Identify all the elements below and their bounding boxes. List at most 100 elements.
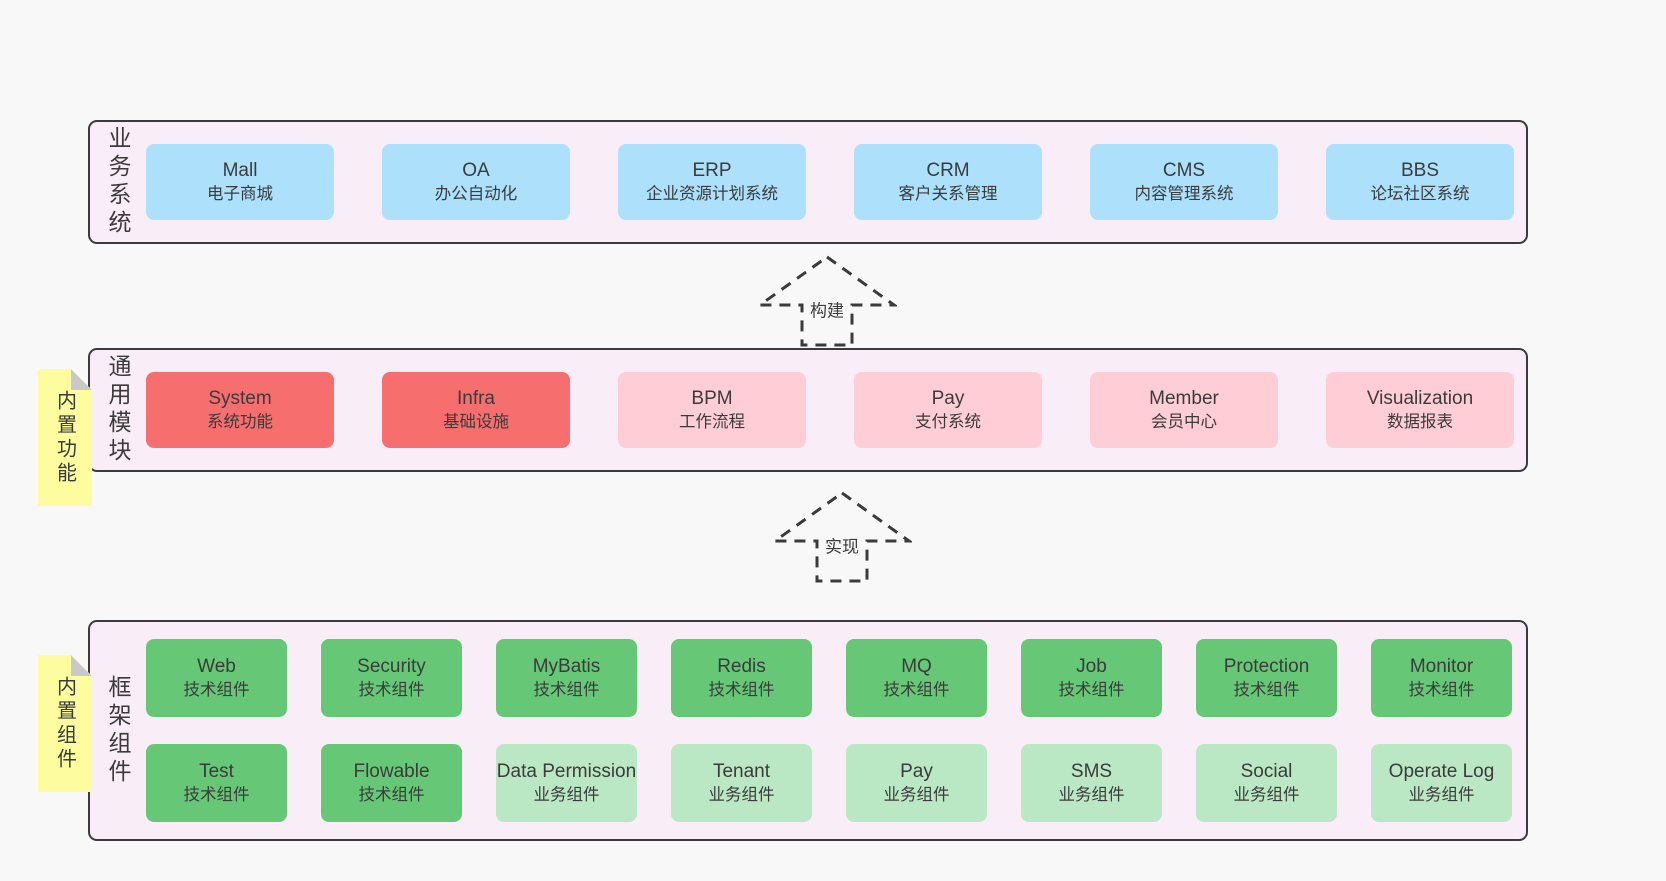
box-title: Pay [931, 387, 965, 409]
box-title: Security [357, 655, 426, 677]
box-subtitle: 内容管理系统 [1134, 184, 1234, 203]
box-subtitle: 技术组件 [183, 680, 250, 699]
box-title: BBS [1400, 159, 1440, 181]
box-title: Social [1240, 760, 1293, 782]
box-system: System 系统功能 [146, 372, 334, 448]
box-job: Job 技术组件 [1021, 639, 1162, 717]
box-title: Visualization [1366, 387, 1474, 409]
box-subtitle: 支付系统 [915, 412, 981, 431]
box-cms: CMS 内容管理系统 [1090, 144, 1278, 220]
box-title: Mall [222, 159, 258, 181]
box-subtitle: 系统功能 [207, 412, 273, 431]
box-title: OA [462, 159, 490, 181]
box-title: Infra [456, 387, 496, 409]
box-web: Web 技术组件 [146, 639, 287, 717]
box-subtitle: 业务组件 [1233, 785, 1300, 804]
box-subtitle: 技术组件 [533, 680, 600, 699]
box-sms: SMS 业务组件 [1021, 744, 1162, 822]
box-bpm: BPM 工作流程 [618, 372, 806, 448]
arrow-build: 构建 [757, 254, 897, 348]
box-subtitle: 技术组件 [1058, 680, 1125, 699]
section-framework-components-label: 框架组件 [105, 674, 131, 787]
box-tenant: Tenant 业务组件 [671, 744, 812, 822]
box-subtitle: 技术组件 [358, 680, 425, 699]
box-title: Member [1149, 387, 1219, 409]
box-subtitle: 会员中心 [1151, 412, 1217, 431]
box-social: Social 业务组件 [1196, 744, 1337, 822]
box-subtitle: 业务组件 [1058, 785, 1125, 804]
box-title: SMS [1070, 760, 1113, 782]
box-protection: Protection 技术组件 [1196, 639, 1337, 717]
box-mq: MQ 技术组件 [846, 639, 987, 717]
box-subtitle: 技术组件 [708, 680, 775, 699]
box-visualization: Visualization 数据报表 [1326, 372, 1514, 448]
business-systems-box-row: Mall 电子商城 OA 办公自动化 ERP 企业资源计划系统 CRM 客户关系管理 CMS 内容… [146, 122, 1526, 242]
box-pay: Pay 业务组件 [846, 744, 987, 822]
box-crm: CRM 客户关系管理 [854, 144, 1042, 220]
box-title: MQ [901, 655, 932, 677]
box-subtitle: 工作流程 [679, 412, 745, 431]
box-subtitle: 业务组件 [883, 785, 950, 804]
box-subtitle: 数据报表 [1387, 412, 1453, 431]
arrow-implement: 实现 [772, 490, 912, 584]
box-subtitle: 技术组件 [1233, 680, 1300, 699]
section-common-modules-label: 通用模块 [105, 354, 131, 466]
box-title: System [208, 387, 272, 409]
box-subtitle: 业务组件 [708, 785, 775, 804]
note-built-in-functions: 内置功能 [38, 369, 92, 506]
box-oa: OA 办公自动化 [382, 144, 570, 220]
box-title: Test [199, 760, 234, 782]
box-data-permission: Data Permission 业务组件 [496, 744, 637, 822]
box-subtitle: 论坛社区系统 [1370, 184, 1470, 203]
section-business-systems-label: 业务系统 [105, 126, 131, 238]
box-member: Member 会员中心 [1090, 372, 1278, 448]
box-subtitle: 企业资源计划系统 [646, 184, 778, 203]
box-title: Data Permission [496, 760, 637, 782]
box-infra: Infra 基础设施 [382, 372, 570, 448]
box-title: Pay [900, 760, 933, 782]
common-modules-box-row: System 系统功能 Infra 基础设施 BPM 工作流程 Pay 支付系统 Member 会… [146, 350, 1526, 470]
section-business-systems: 业务系统 Mall 电子商城 OA 办公自动化 ERP 企业资源计划系统 CRM 客户关系管理… [88, 120, 1528, 244]
box-title: Operate Log [1388, 760, 1495, 782]
box-subtitle: 业务组件 [533, 785, 600, 804]
box-mall: Mall 电子商城 [146, 144, 334, 220]
box-title: BPM [691, 387, 733, 409]
box-title: Tenant [712, 760, 771, 782]
box-title: ERP [692, 159, 732, 181]
arrow-implement-label: 实现 [822, 531, 862, 559]
box-title: Monitor [1409, 655, 1474, 677]
box-subtitle: 客户关系管理 [898, 184, 998, 203]
box-flowable: Flowable 技术组件 [321, 744, 462, 822]
box-test: Test 技术组件 [146, 744, 287, 822]
box-title: MyBatis [532, 655, 601, 677]
arrow-build-label: 构建 [807, 295, 847, 323]
box-title: Web [197, 655, 236, 677]
box-bbs: BBS 论坛社区系统 [1326, 144, 1514, 220]
box-subtitle: 业务组件 [1408, 785, 1475, 804]
box-operate-log: Operate Log 业务组件 [1371, 744, 1512, 822]
box-title: Job [1076, 655, 1107, 677]
box-security: Security 技术组件 [321, 639, 462, 717]
box-subtitle: 办公自动化 [434, 184, 518, 203]
section-common-modules: 通用模块 System 系统功能 Infra 基础设施 BPM 工作流程 Pay 支付系统 Me… [88, 348, 1528, 472]
box-title: Protection [1223, 655, 1310, 677]
box-pay: Pay 支付系统 [854, 372, 1042, 448]
box-title: Flowable [353, 760, 430, 782]
box-subtitle: 技术组件 [883, 680, 950, 699]
box-title: CRM [926, 159, 970, 181]
note-built-in-components: 内置组件 [38, 655, 92, 792]
box-subtitle: 基础设施 [443, 412, 509, 431]
box-erp: ERP 企业资源计划系统 [618, 144, 806, 220]
note-built-in-functions-label: 内置功能 [53, 389, 76, 486]
box-subtitle: 技术组件 [358, 785, 425, 804]
note-built-in-components-label: 内置组件 [53, 675, 76, 772]
box-subtitle: 电子商城 [207, 184, 273, 203]
box-title: CMS [1162, 159, 1206, 181]
box-subtitle: 技术组件 [183, 785, 250, 804]
